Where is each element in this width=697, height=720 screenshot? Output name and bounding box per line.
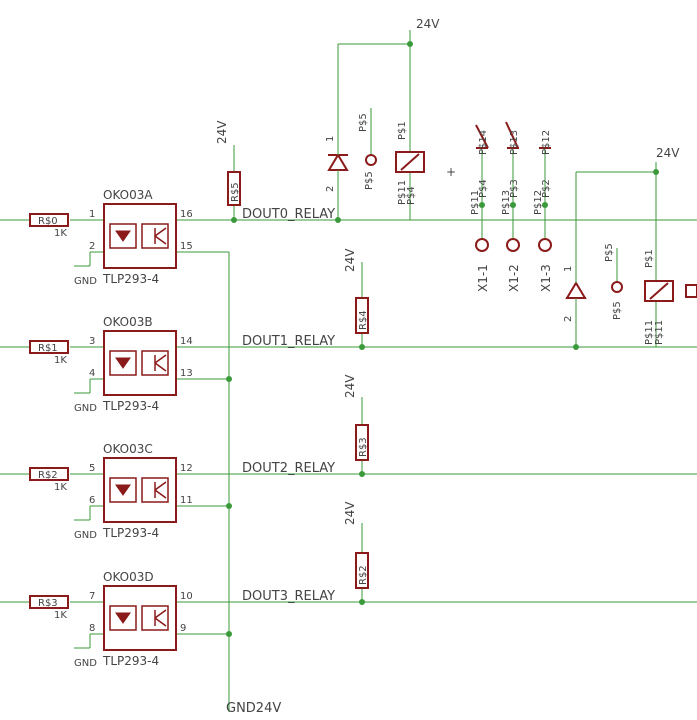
opto-b-name: OKO03B	[103, 315, 153, 329]
optocoupler-d: OKO03D TLP293-4 7 8 10 9 R$3 1K GND	[29, 570, 193, 669]
opto-a-pin16: 16	[180, 209, 193, 220]
opto-d-pin9: 9	[180, 623, 186, 634]
pullup-r2: R$2 24V	[343, 501, 369, 589]
switch-pin-top-2: P$13	[509, 130, 520, 155]
wires	[0, 30, 697, 712]
pullup-r4-label: R$4	[358, 310, 369, 330]
switch-pin-bot-1: P$11	[470, 190, 481, 215]
opto-d-pin8: 8	[89, 623, 95, 634]
pullup-r5: R$5 24V	[215, 120, 241, 206]
net-dout1: DOUT1_RELAY	[242, 334, 335, 349]
opto-b-pin13: 13	[180, 368, 193, 379]
res-r3-name: R$3	[38, 598, 58, 609]
relay-1: 24V 1 2 P$5 P$5 P$1 P$11 P$4 +	[325, 17, 456, 205]
opto-c-name: OKO03C	[103, 442, 153, 456]
relay2-p5-top: P$5	[604, 243, 615, 262]
relay1-plus: +	[446, 165, 456, 179]
relay1-p1: P$1	[397, 121, 408, 140]
opto-a-pin2: 2	[89, 241, 95, 252]
opto-a-name: OKO03A	[103, 188, 153, 202]
supply-24v-r4: 24V	[343, 248, 357, 272]
supply-24v-r2: 24V	[343, 501, 357, 525]
relay2-supply-24v: 24V	[656, 146, 680, 160]
switch-label-b-2: P$3	[509, 179, 520, 198]
pullup-r2-label: R$2	[358, 565, 369, 585]
opto-a-part: TLP293-4	[102, 272, 159, 286]
switch-block: P$14 P$13 P$12 P$11 P$13 P$12 P$4 P$3 P$…	[470, 121, 553, 292]
gnd-a-label: GND	[74, 276, 97, 287]
res-r3-value: 1K	[54, 610, 67, 621]
switch-label-b-1: P$4	[478, 179, 489, 198]
net-dout2: DOUT2_RELAY	[242, 461, 335, 476]
supply-24v-r3: 24V	[343, 374, 357, 398]
pullup-r3: R$3 24V	[343, 374, 369, 461]
res-r1-value: 1K	[54, 355, 67, 366]
supply-24v-r5: 24V	[215, 120, 229, 144]
relay1-p5-bot: P$5	[364, 171, 375, 190]
relay2-p1: P$1	[644, 249, 655, 268]
relay1-p5-top: P$5	[358, 113, 369, 132]
pullup-r5-label: R$5	[230, 182, 241, 202]
opto-d-name: OKO03D	[103, 570, 154, 584]
opto-b-pin14: 14	[180, 336, 193, 347]
relay1-supply-24v: 24V	[416, 17, 440, 31]
switch-pin-top-3: P$12	[541, 130, 552, 155]
optocoupler-a: OKO03A TLP293-4 1 2 16 15 R$0 1K GND	[29, 188, 193, 287]
opto-b-pin3: 3	[89, 336, 95, 347]
res-r0-name: R$0	[38, 216, 58, 227]
relay2-p11: P$11	[644, 320, 655, 345]
pullup-r4: R$4 24V	[343, 248, 369, 334]
opto-c-pin12: 12	[180, 463, 193, 474]
optocoupler-c: OKO03C TLP293-4 5 6 12 11 R$2 1K GND	[29, 442, 193, 541]
junctions	[226, 41, 659, 637]
relay1-diode-pin1: 1	[325, 136, 336, 142]
opto-d-pin7: 7	[89, 591, 95, 602]
relay1-p11: P$11	[397, 180, 408, 205]
relay2-p11b: P$11	[654, 320, 665, 345]
net-gnd24v: GND24V	[226, 701, 281, 716]
switch-pin-bot-2: P$13	[501, 190, 512, 215]
relay1-p4: P$4	[406, 186, 417, 205]
gnd-c-label: GND	[74, 530, 97, 541]
res-r2-value: 1K	[54, 482, 67, 493]
switch-pin-top-1: P$14	[478, 130, 489, 155]
net-dout3: DOUT3_RELAY	[242, 589, 335, 604]
opto-c-pin6: 6	[89, 495, 95, 506]
relay-2: 24V 1 2 P$5 P$5 P$1 P$11 P$11	[563, 146, 697, 345]
opto-d-pin10: 10	[180, 591, 193, 602]
res-r2-name: R$2	[38, 470, 58, 481]
switch-pin-bot-3: P$12	[533, 190, 544, 215]
opto-b-part: TLP293-4	[102, 399, 159, 413]
terminal-x1-2: X1-2	[507, 264, 521, 292]
opto-a-pin15: 15	[180, 241, 193, 252]
relay2-diode-pin2: 2	[563, 316, 574, 322]
optocoupler-b: OKO03B TLP293-4 3 4 14 13 R$1 1K GND	[29, 315, 193, 414]
opto-b-pin4: 4	[89, 368, 95, 379]
gnd-b-label: GND	[74, 403, 97, 414]
opto-c-part: TLP293-4	[102, 526, 159, 540]
res-r1-name: R$1	[38, 343, 58, 354]
terminal-x1-3: X1-3	[539, 264, 553, 292]
relay2-p5-bot: P$5	[612, 301, 623, 320]
net-dout0: DOUT0_RELAY	[242, 207, 335, 222]
opto-a-pin1: 1	[89, 209, 95, 220]
switch-label-b-3: P$2	[541, 179, 552, 198]
gnd-d-label: GND	[74, 658, 97, 669]
pullup-r3-label: R$3	[358, 437, 369, 457]
relay2-diode-pin1: 1	[563, 266, 574, 272]
terminal-x1-1: X1-1	[476, 264, 490, 292]
opto-c-pin5: 5	[89, 463, 95, 474]
res-r0-value: 1K	[54, 228, 67, 239]
relay1-diode-pin2: 2	[325, 186, 336, 192]
opto-c-pin11: 11	[180, 495, 193, 506]
opto-d-part: TLP293-4	[102, 654, 159, 668]
